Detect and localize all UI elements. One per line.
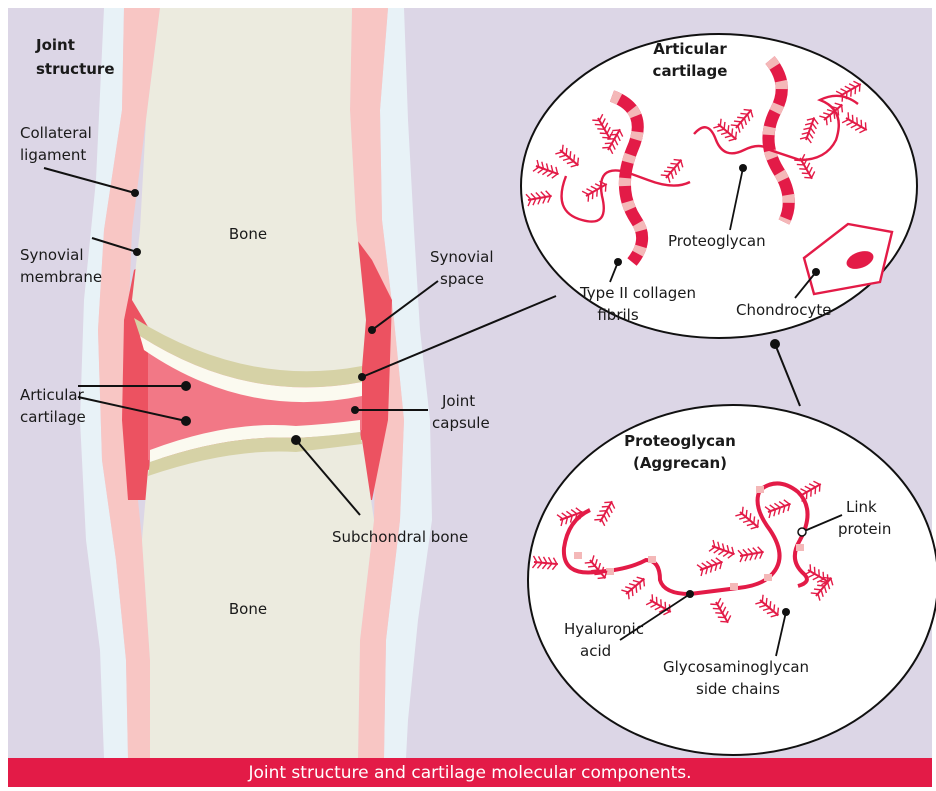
chondrocyte-label: Chondrocyte xyxy=(736,301,831,319)
collagen-label-line1: Type II collagen xyxy=(579,284,696,302)
proteoglycan-marker xyxy=(739,164,747,172)
svg-text:cartilage: cartilage xyxy=(20,408,86,426)
synovial-space-marker xyxy=(368,326,376,334)
svg-text:acid: acid xyxy=(580,642,611,660)
svg-text:side chains: side chains xyxy=(696,680,780,698)
svg-text:Glycosaminoglycan: Glycosaminoglycan xyxy=(663,658,809,676)
svg-text:protein: protein xyxy=(838,520,891,538)
figure-caption: Joint structure and cartilage molecular … xyxy=(8,763,932,783)
svg-text:membrane: membrane xyxy=(20,268,102,286)
svg-text:capsule: capsule xyxy=(432,414,490,432)
bone-upper xyxy=(132,8,366,375)
collateral-ligament-marker xyxy=(131,189,139,197)
bone-lower xyxy=(142,438,374,758)
svg-text:Proteoglycan: Proteoglycan xyxy=(624,432,736,450)
joint-illustration xyxy=(80,8,432,758)
svg-text:Synovial: Synovial xyxy=(430,248,494,266)
bone-lower-label: Bone xyxy=(229,600,267,618)
svg-text:Articular: Articular xyxy=(653,40,727,58)
svg-text:space: space xyxy=(440,270,484,288)
proteoglycan-label: Proteoglycan xyxy=(668,232,766,250)
subchondral-bone-marker xyxy=(291,435,301,445)
link-protein-marker xyxy=(798,528,806,536)
svg-text:Synovial: Synovial xyxy=(20,246,84,264)
chondrocyte-marker xyxy=(812,268,820,276)
svg-text:Collateral: Collateral xyxy=(20,124,92,142)
svg-text:(Aggrecan): (Aggrecan) xyxy=(633,454,727,472)
articular-cartilage-marker-lower xyxy=(181,416,191,426)
inset-circle-proteoglycan xyxy=(528,405,936,755)
articular-cartilage-marker-upper xyxy=(181,381,191,391)
svg-text:structure: structure xyxy=(36,60,115,78)
gag-chains-marker xyxy=(782,608,790,616)
caption-bar: Joint structure and cartilage molecular … xyxy=(8,758,932,787)
collagen-label-line2: fibrils xyxy=(597,306,638,324)
joint-capsule-marker xyxy=(351,406,359,414)
bone-upper-label: Bone xyxy=(229,225,267,243)
svg-text:cartilage: cartilage xyxy=(653,62,728,80)
svg-text:Link: Link xyxy=(846,498,877,516)
svg-text:Hyaluronic: Hyaluronic xyxy=(564,620,644,638)
svg-text:Joint: Joint xyxy=(35,36,75,54)
hyaluronic-acid-marker xyxy=(686,590,694,598)
subchondral-bone-label: Subchondral bone xyxy=(332,528,468,546)
synovial-membrane-marker xyxy=(133,248,141,256)
inset-proteoglycan: Proteoglycan (Aggrecan) Link protein xyxy=(528,405,936,755)
svg-text:Joint: Joint xyxy=(441,392,475,410)
svg-text:ligament: ligament xyxy=(20,146,86,164)
collagen-marker xyxy=(614,258,622,266)
zoom-connector-marker xyxy=(358,373,366,381)
svg-text:Articular: Articular xyxy=(20,386,85,404)
